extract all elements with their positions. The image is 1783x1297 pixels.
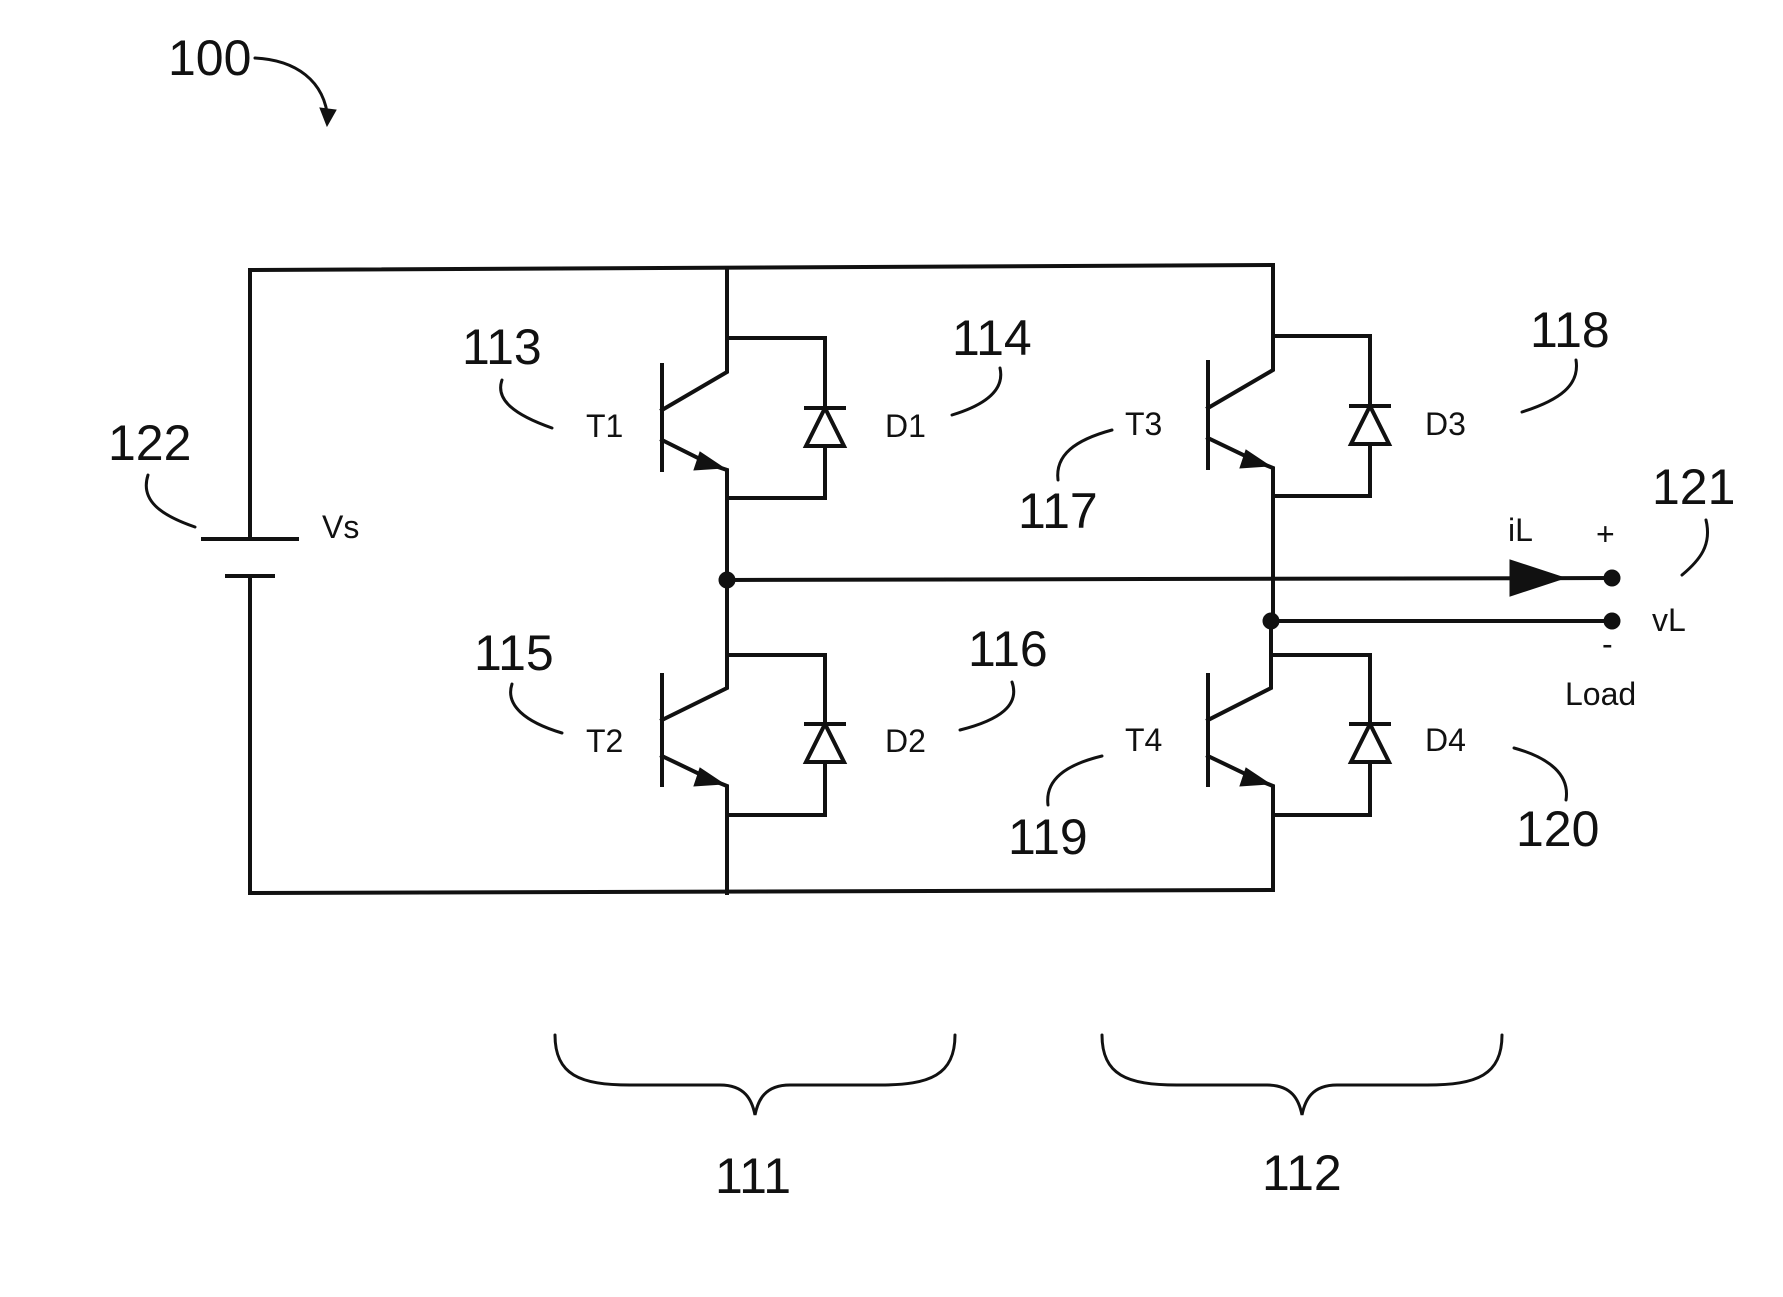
ref-120: 120 (1516, 801, 1599, 857)
figure-number: 100 (168, 30, 251, 86)
d1-upper-lead (727, 338, 825, 406)
current-label: iL (1508, 512, 1533, 548)
t1-emitter-arrow (694, 452, 724, 470)
ref-115: 115 (474, 625, 554, 681)
figure-arrow-head (320, 108, 336, 126)
d4-upper-lead (1273, 655, 1370, 723)
dc-source: Vs 122 (108, 415, 359, 576)
t1-label: T1 (586, 408, 623, 444)
d4-lower-lead (1273, 762, 1370, 815)
load-output: iL + - vL Load 121 (727, 459, 1735, 712)
t2-collector-lead (662, 580, 727, 720)
leader-122 (146, 475, 195, 527)
t1-emitter-lead (662, 440, 727, 580)
leader-121 (1682, 520, 1708, 575)
d2-label: D2 (885, 723, 926, 759)
d3-upper-lead (1273, 336, 1370, 404)
t4-emitter-arrow (1240, 768, 1270, 786)
t3-emitter-arrow (1240, 450, 1270, 468)
brace-112 (1102, 1035, 1502, 1115)
current-arrow (1510, 560, 1565, 596)
d4-triangle (1351, 724, 1389, 762)
ref-111: 111 (715, 1148, 791, 1204)
t4-emitter-lead (1208, 756, 1273, 890)
ref-121: 121 (1652, 459, 1735, 515)
ref-114: 114 (952, 310, 1032, 366)
d3-triangle (1351, 406, 1389, 444)
leg-braces: 111 112 (555, 1035, 1502, 1204)
ref-118: 118 (1530, 302, 1610, 358)
positive-terminal (1604, 570, 1620, 586)
d2-triangle (806, 724, 844, 762)
d1-label: D1 (885, 408, 926, 444)
figure-arrow-shaft (255, 58, 328, 120)
d2-upper-lead (727, 655, 825, 723)
top-rail (250, 265, 1273, 270)
load-label: Load (1565, 676, 1636, 712)
t2-emitter-arrow (694, 768, 724, 786)
voltage-label: vL (1652, 602, 1686, 638)
d4-label: D4 (1425, 722, 1466, 758)
t2-label: T2 (586, 723, 623, 759)
brace-111 (555, 1035, 955, 1115)
leader-118 (1522, 360, 1577, 412)
minus-sign: - (1602, 626, 1613, 662)
ref-117: 117 (1018, 483, 1098, 539)
ref-119: 119 (1008, 809, 1088, 865)
t2-emitter-lead (662, 756, 727, 893)
d3-label: D3 (1425, 406, 1466, 442)
leader-117 (1058, 430, 1112, 480)
ref-113: 113 (462, 319, 542, 375)
leader-115 (511, 684, 562, 733)
t4-collector-lead (1208, 621, 1271, 720)
ref-116: 116 (968, 621, 1048, 677)
d1-lower-lead (727, 446, 825, 498)
output-upper-line (727, 578, 1612, 580)
ref-122: 122 (108, 415, 191, 471)
d1-triangle (806, 408, 844, 446)
d2-lower-lead (727, 762, 825, 815)
leader-120 (1514, 748, 1567, 800)
bottom-rail (250, 890, 1273, 893)
leader-116 (960, 682, 1014, 730)
plus-sign: + (1596, 516, 1615, 552)
t1-collector-lead (662, 270, 727, 410)
ref-112: 112 (1262, 1145, 1342, 1201)
t4-label: T4 (1125, 722, 1162, 758)
leader-113 (501, 380, 552, 428)
source-label: Vs (322, 509, 359, 545)
figure-reference: 100 (168, 30, 336, 126)
leader-114 (952, 368, 1001, 415)
t3-collector-lead (1208, 265, 1273, 408)
d3-lower-lead (1273, 444, 1370, 496)
leader-119 (1048, 756, 1102, 805)
t3-label: T3 (1125, 406, 1162, 442)
